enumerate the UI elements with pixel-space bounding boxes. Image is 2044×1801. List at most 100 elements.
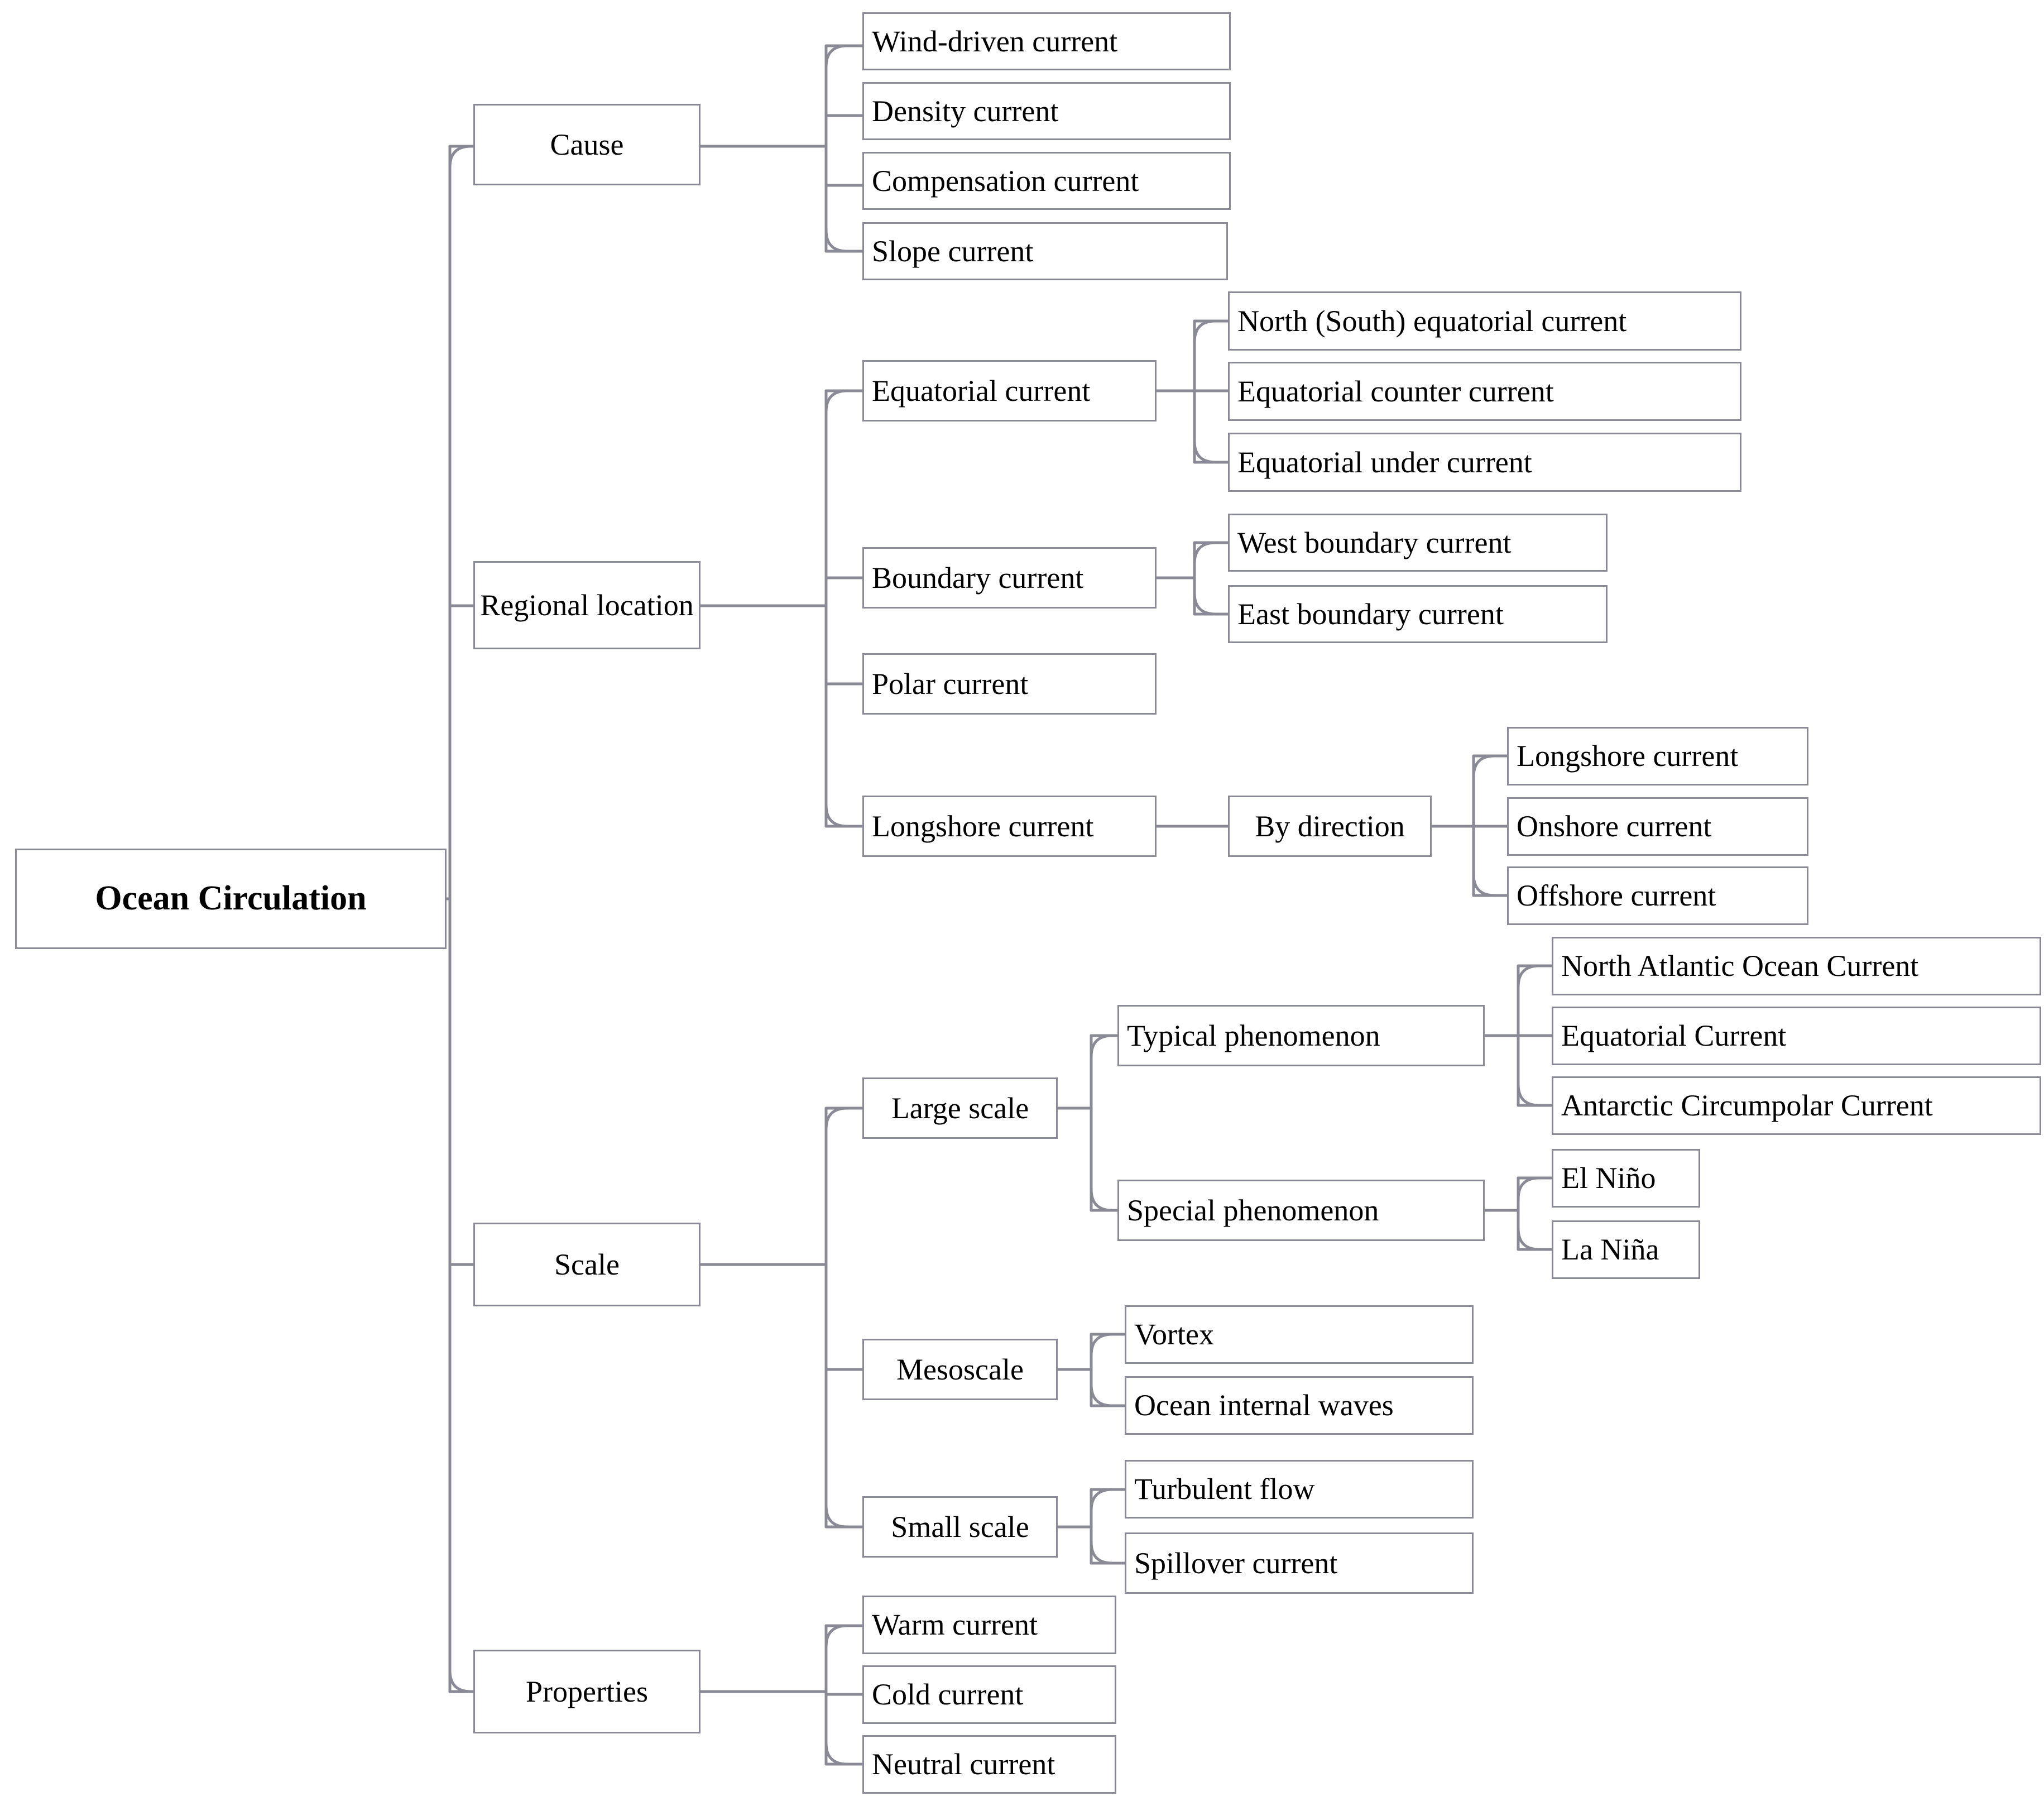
node-label: Warm current <box>872 1608 1038 1642</box>
node-typical-phenomenon[interactable]: Typical phenomenon <box>1117 1005 1485 1066</box>
node-el-nino[interactable]: El Niño <box>1552 1149 1700 1208</box>
node-label: Regional location <box>480 588 694 622</box>
node-label: Equatorial counter current <box>1237 374 1554 408</box>
node-antarctic-circumpolar-current[interactable]: Antarctic Circumpolar Current <box>1552 1076 2041 1135</box>
node-label: Large scale <box>891 1091 1029 1125</box>
node-label: Equatorial Current <box>1561 1019 1787 1053</box>
node-label: Neutral current <box>872 1747 1055 1781</box>
node-label: Boundary current <box>872 561 1084 595</box>
link-elbow <box>448 145 475 169</box>
link-elbow <box>1090 1488 1126 1512</box>
link-elbow <box>1090 1383 1126 1407</box>
node-slope-current[interactable]: Slope current <box>862 222 1228 280</box>
node-label: West boundary current <box>1237 525 1512 559</box>
node-ocean-internal-waves[interactable]: Ocean internal waves <box>1125 1376 1474 1435</box>
node-label: Antarctic Circumpolar Current <box>1561 1089 1933 1123</box>
link-elbow <box>1517 1176 1553 1201</box>
node-label: Wind-driven current <box>872 24 1118 58</box>
link-elbow <box>824 1504 864 1529</box>
node-label: Equatorial under current <box>1237 445 1532 479</box>
link-elbow <box>824 1624 864 1649</box>
node-label: By direction <box>1255 809 1405 843</box>
node-label: Ocean internal waves <box>1134 1388 1394 1422</box>
node-warm-current[interactable]: Warm current <box>862 1596 1116 1654</box>
node-density-current[interactable]: Density current <box>862 82 1231 140</box>
node-boundary-current[interactable]: Boundary current <box>862 547 1157 609</box>
node-regional-location[interactable]: Regional location <box>473 561 700 649</box>
node-label: Offshore current <box>1517 879 1716 913</box>
node-label: Special phenomenon <box>1127 1193 1379 1227</box>
node-cause[interactable]: Cause <box>473 104 700 185</box>
node-onshore-current[interactable]: Onshore current <box>1507 797 1808 856</box>
node-north-south-equatorial-current[interactable]: North (South) equatorial current <box>1228 291 1741 351</box>
node-label: Turbulent flow <box>1134 1472 1315 1506</box>
link-elbow <box>1193 591 1230 616</box>
node-large-scale[interactable]: Large scale <box>862 1077 1058 1139</box>
node-la-nina[interactable]: La Niña <box>1552 1220 1700 1279</box>
node-small-scale[interactable]: Small scale <box>862 1496 1058 1558</box>
link-elbow <box>1193 541 1230 566</box>
node-label: Cold current <box>872 1678 1024 1712</box>
link-elbow <box>1090 1540 1126 1565</box>
node-label: Cause <box>550 127 624 161</box>
link-elbow <box>1090 1034 1119 1058</box>
node-label: Mesoscale <box>896 1352 1024 1386</box>
node-label: Slope current <box>872 234 1034 268</box>
node-wind-driven-current[interactable]: Wind-driven current <box>862 12 1231 70</box>
node-root-ocean-circulation[interactable]: Ocean Circulation <box>15 849 447 949</box>
link-elbow <box>824 44 864 69</box>
node-east-boundary-current[interactable]: East boundary current <box>1228 585 1608 643</box>
link-elbow <box>1193 439 1230 464</box>
node-label: Spillover current <box>1134 1546 1338 1580</box>
link-elbow <box>1193 319 1230 344</box>
node-label: El Niño <box>1561 1161 1656 1195</box>
node-vortex[interactable]: Vortex <box>1125 1305 1474 1364</box>
node-spillover-current[interactable]: Spillover current <box>1125 1532 1474 1594</box>
node-label: Onshore current <box>1517 810 1712 844</box>
node-label: Longshore current <box>872 809 1094 843</box>
node-special-phenomenon[interactable]: Special phenomenon <box>1117 1180 1485 1241</box>
link-elbow <box>824 1741 864 1766</box>
node-label: Properties <box>526 1674 648 1708</box>
node-longshore-current[interactable]: Longshore current <box>862 796 1157 857</box>
node-label: Vortex <box>1134 1318 1214 1352</box>
node-polar-current[interactable]: Polar current <box>862 653 1157 715</box>
node-label: La Niña <box>1561 1233 1659 1267</box>
link-elbow <box>824 803 864 828</box>
link-elbow <box>1472 754 1509 779</box>
link-elbow <box>1517 1227 1553 1251</box>
node-north-atlantic-ocean-current[interactable]: North Atlantic Ocean Current <box>1552 937 2041 995</box>
node-offshore-current[interactable]: Offshore current <box>1507 866 1808 925</box>
link-elbow <box>824 228 864 253</box>
node-neutral-current[interactable]: Neutral current <box>862 1735 1116 1794</box>
node-label: East boundary current <box>1237 597 1504 631</box>
node-label: North (South) equatorial current <box>1237 304 1627 338</box>
node-by-direction[interactable]: By direction <box>1228 796 1432 857</box>
node-longshore-current-direction[interactable]: Longshore current <box>1507 727 1808 785</box>
node-label: Typical phenomenon <box>1127 1018 1380 1052</box>
node-scale[interactable]: Scale <box>473 1223 700 1306</box>
node-label: Longshore current <box>1517 739 1739 773</box>
node-label: Scale <box>554 1247 620 1281</box>
link-elbow <box>448 1669 475 1693</box>
node-label: Ocean Circulation <box>95 879 367 918</box>
node-label: Density current <box>872 94 1059 128</box>
node-properties[interactable]: Properties <box>473 1650 700 1733</box>
node-mesoscale[interactable]: Mesoscale <box>862 1339 1058 1400</box>
node-west-boundary-current[interactable]: West boundary current <box>1228 514 1608 572</box>
link-elbow <box>1090 1187 1119 1212</box>
node-label: Equatorial current <box>872 373 1091 408</box>
node-equatorial-counter-current[interactable]: Equatorial counter current <box>1228 362 1741 421</box>
node-equatorial-current[interactable]: Equatorial current <box>862 360 1157 421</box>
link-elbow <box>1090 1333 1126 1357</box>
node-equatorial-under-current[interactable]: Equatorial under current <box>1228 433 1741 492</box>
node-turbulent-flow[interactable]: Turbulent flow <box>1125 1460 1474 1519</box>
link-elbow <box>1472 873 1509 897</box>
link-elbow <box>1517 1082 1553 1107</box>
node-cold-current[interactable]: Cold current <box>862 1665 1116 1724</box>
node-label: Small scale <box>891 1510 1029 1544</box>
node-equatorial-current-large[interactable]: Equatorial Current <box>1552 1007 2041 1065</box>
node-compensation-current[interactable]: Compensation current <box>862 152 1231 210</box>
link-elbow <box>824 1107 864 1131</box>
